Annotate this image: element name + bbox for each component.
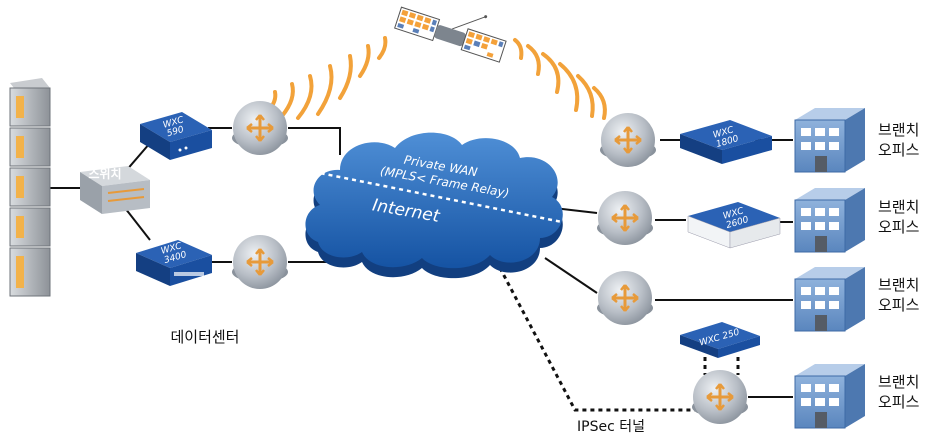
datacenter-label: 데이터센터: [170, 328, 239, 346]
branch-building-icon: [794, 188, 865, 253]
cloud-divider: [304, 168, 563, 224]
ipsec-tunnel-label: IPSec 터널: [577, 419, 645, 434]
branch-office-label: 브랜치: [878, 198, 919, 216]
satellite-wave-left: [265, 36, 388, 120]
router-icon: [597, 191, 653, 245]
wxc-2600-appliance: WXC 2600: [687, 202, 781, 249]
branch-office-label: 브랜치: [878, 121, 919, 139]
router-icon: [597, 271, 653, 325]
router-icon: [232, 235, 288, 289]
wan-cloud: Private WAN (MPLS< Frame Relay) Internet: [304, 132, 563, 279]
branch-office-label: 브랜치: [878, 373, 919, 391]
wxc-250-appliance: WXC 250: [680, 322, 760, 358]
branch-building-icon: [794, 108, 865, 173]
branch-office-label: 오피스: [878, 218, 920, 236]
router-icon: [232, 101, 288, 155]
branch-office-label: 오피스: [878, 141, 920, 159]
branch-building-icon: [794, 267, 865, 332]
router-icon: [600, 113, 656, 167]
satellite-icon: [394, 6, 507, 63]
ipsec-tunnel-line: [498, 267, 740, 412]
satellite-wave-right: [513, 38, 607, 120]
router-icon: [692, 370, 748, 424]
branch-office-label: 브랜치: [878, 276, 919, 294]
wxc-3400-appliance: WXC 3400: [136, 240, 212, 286]
wxc-590-model: 590: [166, 125, 186, 139]
branch-building-icon: [794, 364, 865, 429]
branch-office-label: 오피스: [878, 296, 920, 314]
switch-icon: 스위치: [80, 166, 150, 214]
branch-office-label: 오피스: [878, 393, 920, 411]
switch-label: 스위치: [88, 166, 121, 181]
server-rack-icon: [9, 78, 51, 297]
wxc-1800-appliance: WXC 1800: [680, 120, 772, 164]
wxc-590-appliance: WXC 590: [140, 112, 212, 160]
